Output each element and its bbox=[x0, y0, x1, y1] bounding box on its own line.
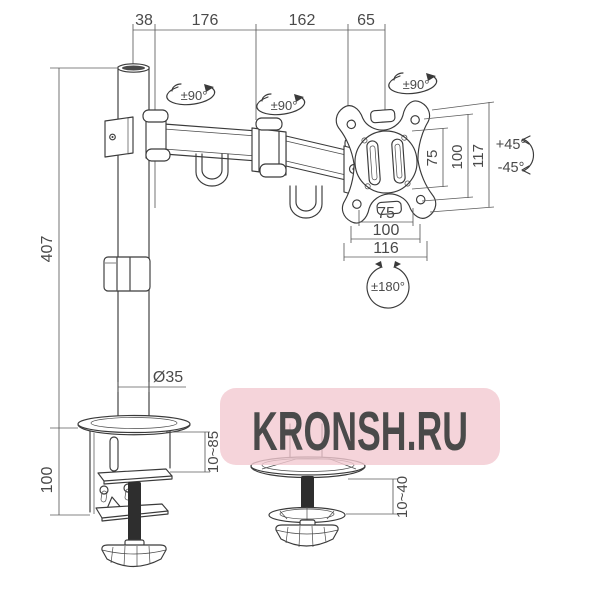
grommet-knob bbox=[275, 524, 339, 547]
dim-38-label: 38 bbox=[135, 12, 153, 29]
tilt-arrow bbox=[522, 138, 535, 172]
dim-117-label: 117 bbox=[470, 144, 487, 168]
swivel-label-3: ±90° bbox=[403, 77, 430, 92]
swivel-annotation-2: ±90° bbox=[256, 93, 306, 116]
vesa-hole-br bbox=[415, 194, 426, 205]
swivel-annotation-1: ±90° bbox=[166, 83, 216, 106]
pole-bracket bbox=[104, 116, 134, 158]
clamp-height-dimension: 100 bbox=[39, 428, 90, 516]
swivel-label-1: ±90° bbox=[181, 88, 208, 103]
swivel-annotation-3: ±90° bbox=[388, 72, 438, 95]
dim-10-85-label: 10~85 bbox=[205, 431, 222, 473]
grommet-range-dimension: 10~40 bbox=[346, 476, 411, 518]
dim-65-label: 65 bbox=[357, 12, 375, 29]
dim-75-bottom-label: 75 bbox=[377, 205, 395, 222]
clamp-pin bbox=[109, 436, 119, 472]
vesa-slot-right bbox=[391, 138, 406, 184]
vesa-center-ring bbox=[354, 130, 418, 194]
dim-176-label: 176 bbox=[192, 12, 219, 29]
vesa-plate bbox=[335, 100, 437, 224]
vesa-hole-bl bbox=[352, 199, 362, 209]
arm-joint-inner bbox=[142, 109, 171, 162]
vesa-right-dimensions: 75 100 117 bbox=[411, 101, 495, 213]
tilt-down-label: -45° bbox=[498, 160, 525, 176]
vesa-hole-tl bbox=[346, 119, 357, 130]
swivel-label-2: ±90° bbox=[271, 98, 298, 113]
tilt-annotation: +45° -45° bbox=[496, 135, 535, 176]
pole-cap bbox=[122, 65, 145, 71]
keyhole-slot-1 bbox=[99, 485, 109, 495]
arm-joint-middle bbox=[251, 117, 287, 178]
cable-clip-2 bbox=[289, 185, 323, 219]
dim-162-label: 162 bbox=[289, 12, 316, 29]
watermark-background bbox=[220, 388, 500, 465]
rotation-180-label: ±180° bbox=[371, 279, 405, 294]
vesa-bottom-dimensions: 75 100 116 bbox=[343, 205, 428, 261]
pole-diameter-dimension: Ø35 bbox=[117, 369, 186, 392]
dim-100-bottom-label: 100 bbox=[373, 222, 400, 239]
dim-407-label: 407 bbox=[39, 236, 56, 263]
clamp-top-jaw bbox=[97, 468, 173, 482]
clamp-screw-rod bbox=[128, 482, 141, 542]
dim-100-right-label: 100 bbox=[449, 144, 466, 169]
pole-height-dimension: 407 bbox=[39, 67, 117, 429]
dim-d35-label: Ø35 bbox=[153, 369, 183, 386]
cable-clip-1 bbox=[195, 153, 229, 187]
watermark: KRONSH.RU bbox=[220, 388, 500, 465]
top-dimension-chain: 38 176 162 65 bbox=[132, 12, 386, 208]
watermark-text: KRONSH.RU bbox=[252, 400, 468, 462]
desk-clamp bbox=[77, 414, 191, 568]
dim-100-left-label: 100 bbox=[39, 467, 56, 494]
clamp-knob bbox=[101, 544, 167, 568]
grommet-screw-rod bbox=[301, 476, 314, 517]
pole-collar bbox=[103, 256, 151, 292]
dim-10-40-label: 10~40 bbox=[394, 476, 411, 518]
arm bbox=[104, 109, 369, 219]
dim-116-label: 116 bbox=[373, 240, 399, 257]
clamp-range-dimension: 10~85 bbox=[166, 431, 222, 473]
vesa-slot-left bbox=[366, 140, 381, 186]
tilt-up-label: +45° bbox=[496, 137, 526, 153]
dim-75-right-label: 75 bbox=[424, 150, 441, 167]
rotation-180-annotation: ±180° bbox=[366, 261, 410, 309]
vesa-hole-tr bbox=[410, 115, 420, 125]
